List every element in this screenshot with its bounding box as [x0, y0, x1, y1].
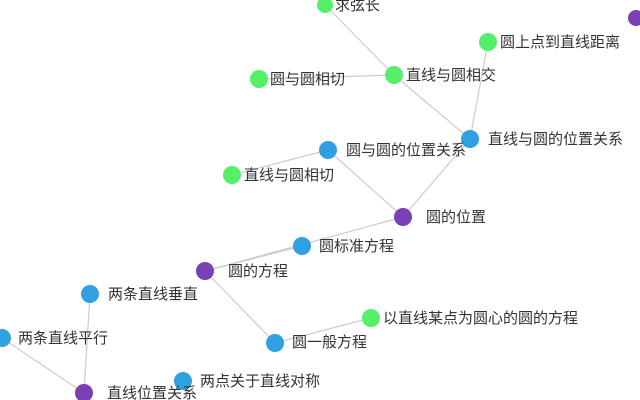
graph-node-dot[interactable]: [223, 166, 241, 184]
graph-edge: [469, 41, 489, 140]
graph-node-label: 两条直线平行: [18, 329, 108, 347]
graph-node-label: 直线与圆相切: [244, 166, 334, 184]
graph-node[interactable]: 两点关于直线对称: [174, 372, 320, 390]
graph-edge: [274, 317, 372, 344]
graph-node-dot[interactable]: [628, 10, 640, 26]
graph-edge: [402, 138, 471, 218]
graph-edge: [1, 337, 85, 394]
graph-node[interactable]: 直线与圆相切: [223, 166, 334, 184]
graph-edge: [393, 74, 471, 140]
graph-edge: [204, 245, 303, 272]
graph-edge: [324, 4, 395, 76]
graph-edge: [83, 293, 91, 394]
graph-node[interactable]: 直线与圆的位置关系: [461, 130, 623, 148]
graph-node-dot[interactable]: [479, 33, 497, 51]
graph-node-dot[interactable]: [196, 262, 214, 280]
graph-node[interactable]: 直线与圆相交: [385, 66, 496, 84]
graph-edge: [231, 149, 329, 176]
graph-node[interactable]: 圆的位置: [394, 208, 486, 226]
graph-node[interactable]: 圆标准方程: [293, 237, 394, 255]
graph-node-label: 两点关于直线对称: [200, 372, 320, 390]
graph-node-dot[interactable]: [317, 0, 333, 13]
graph-node-dot[interactable]: [319, 141, 337, 159]
graph-edge: [258, 74, 395, 80]
graph-node[interactable]: 以直线某点为圆心的圆的方程: [362, 309, 578, 327]
graph-node[interactable]: 圆与圆相切: [250, 70, 345, 88]
graph-node-label: 圆的位置: [426, 208, 486, 226]
graph-node-dot[interactable]: [266, 334, 284, 352]
graph-node-dot[interactable]: [394, 208, 412, 226]
graph-node-label: 圆一般方程: [292, 333, 367, 351]
graph-node-label: 直线位置关系: [107, 384, 197, 400]
graph-node-dot[interactable]: [174, 372, 192, 390]
graph-node-dot[interactable]: [461, 130, 479, 148]
graph-node-dot[interactable]: [75, 384, 93, 400]
graph-node-label: 两条直线垂直: [108, 285, 198, 303]
graph-edge: [327, 149, 404, 218]
graph-node[interactable]: [628, 10, 640, 26]
graph-node[interactable]: 圆一般方程: [266, 333, 367, 352]
graph-node-dot[interactable]: [362, 309, 380, 327]
graph-node-label: 圆的方程: [228, 262, 288, 280]
graph-node[interactable]: 求弦长: [317, 0, 380, 14]
graph-node[interactable]: 圆与圆的位置关系: [319, 141, 466, 159]
graph-node[interactable]: 圆的方程: [196, 262, 288, 280]
graph-node-dot[interactable]: [81, 285, 99, 303]
graph-node-label: 以直线某点为圆心的圆的方程: [383, 309, 578, 327]
graph-node-label: 直线与圆的位置关系: [488, 130, 623, 148]
graph-node-label: 圆上点到直线距离: [500, 33, 620, 51]
graph-node[interactable]: 圆上点到直线距离: [479, 33, 620, 51]
graph-node-dot[interactable]: [293, 237, 311, 255]
graph-edges: [1, 4, 489, 394]
graph-node[interactable]: 两条直线垂直: [81, 285, 198, 303]
graph-node[interactable]: 两条直线平行: [0, 329, 108, 347]
graph-node-label: 圆标准方程: [319, 237, 394, 255]
graph-node-dot[interactable]: [250, 70, 268, 88]
graph-edge: [204, 270, 276, 344]
graph-node-label: 直线与圆相交: [406, 66, 496, 84]
graph-node[interactable]: 直线位置关系: [75, 384, 197, 400]
graph-node-label: 圆与圆的位置关系: [346, 141, 466, 159]
graph-node-dot[interactable]: [385, 66, 403, 84]
graph-node-dot[interactable]: [0, 329, 11, 347]
graph-node-label: 求弦长: [335, 0, 380, 14]
graph-node-label: 圆与圆相切: [270, 70, 345, 88]
